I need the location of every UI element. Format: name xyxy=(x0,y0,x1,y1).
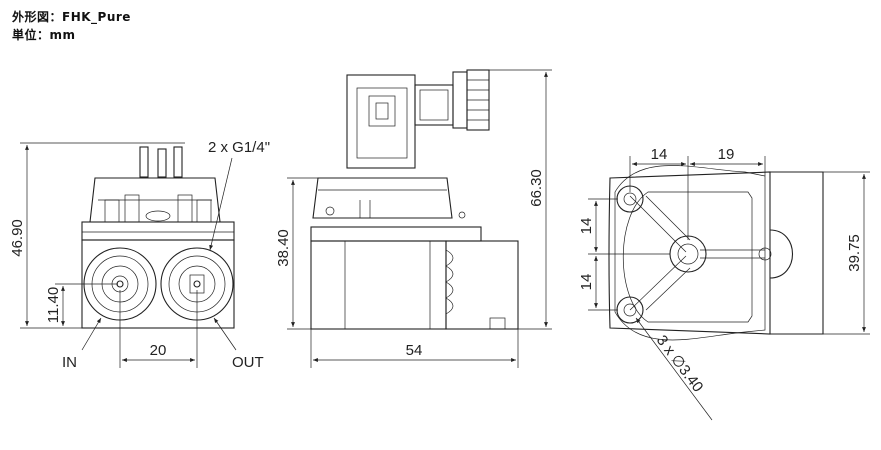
in-label: IN xyxy=(62,354,77,371)
terminal-pins xyxy=(130,142,185,178)
dim-total-height: 66.30 xyxy=(528,169,545,207)
dim-14-top: 14 xyxy=(651,146,668,163)
dim-height-bottom: 39.75 xyxy=(846,234,863,272)
dim-width: 54 xyxy=(406,342,423,359)
dim-port-spacing: 20 xyxy=(150,342,167,359)
port-thread-label: 2 x G1/4" xyxy=(208,139,270,156)
front-view: 46.90 11.40 20 2 x G1/4" IN OUT xyxy=(9,139,270,371)
drawing-title: 外形図：FHK_Pure xyxy=(12,10,131,24)
dim-body-height: 38.40 xyxy=(275,229,292,267)
dim-14-left-a: 14 xyxy=(578,218,595,235)
holes-label: 3 x ∅3.40 xyxy=(653,332,707,395)
mounting-holes xyxy=(616,185,793,324)
dim-19-top: 19 xyxy=(718,146,735,163)
dim-14-left-b: 14 xyxy=(578,274,595,291)
connector-plug xyxy=(346,69,490,169)
bottom-view: 14 19 14 14 39.75 3 x ∅3.40 xyxy=(578,146,870,421)
unit-label: 単位：mm xyxy=(12,28,76,42)
side-view: 66.30 38.40 54 xyxy=(275,69,552,368)
out-label: OUT xyxy=(232,354,264,371)
dim-center-height: 11.40 xyxy=(45,287,62,323)
dim-height-front: 46.90 xyxy=(9,219,26,257)
